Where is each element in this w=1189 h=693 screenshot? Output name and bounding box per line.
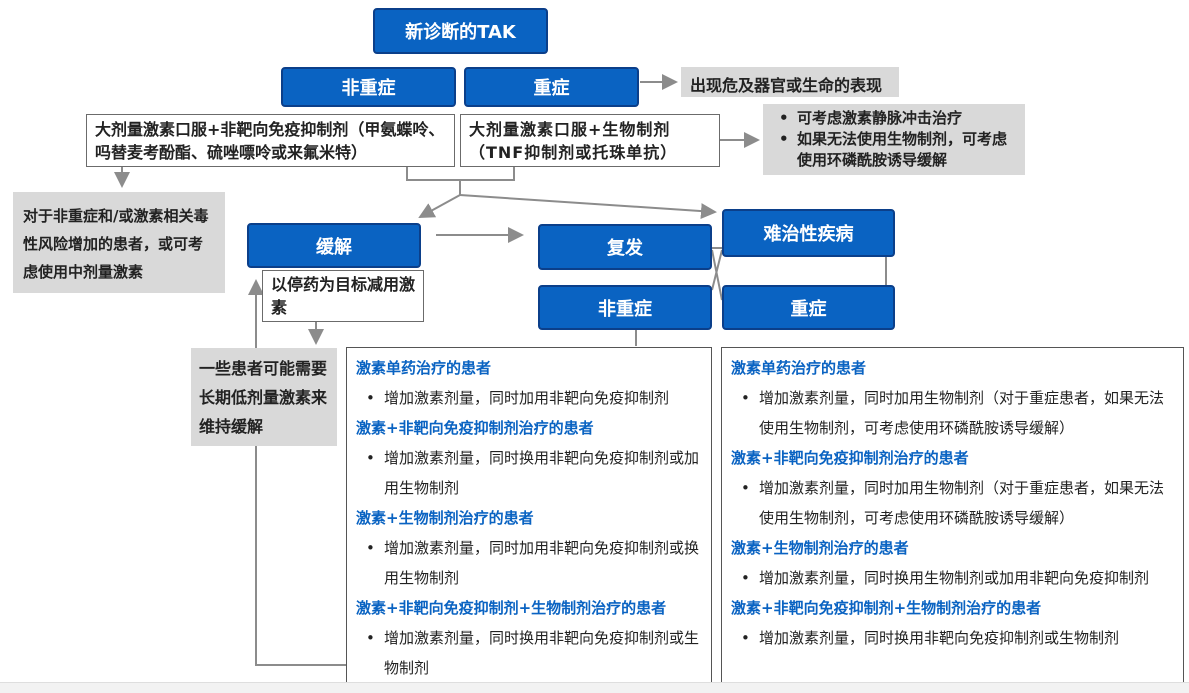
left-heading-4: 激素+非靶向免疫抑制剂+生物制剂治疗的患者: [356, 599, 667, 617]
left-bullet-2: 增加激素剂量，同时换用非靶向免疫抑制剂或加用生物制剂: [356, 443, 702, 503]
refractory-box: 难治性疾病: [722, 209, 895, 257]
right-bullet-4: 增加激素剂量，同时换用非靶向免疫抑制剂或生物制剂: [731, 623, 1174, 653]
taper-note-text: 以停药为目标减用激素: [271, 275, 416, 317]
refractory-label: 难治性疾病: [763, 224, 854, 245]
remission-label: 缓解: [316, 236, 352, 258]
moderate-dose-text: 对于非重症和/或激素相关毒性风险增加的患者，或可考虑使用中剂量激素: [23, 207, 209, 281]
severe-note: 出现危及器官或生命的表现: [681, 67, 899, 97]
remission-box: 缓解: [247, 223, 421, 268]
severe-relapse-panel: 激素单药治疗的患者 增加激素剂量，同时加用生物制剂（对于重症患者，如果无法使用生…: [721, 347, 1184, 688]
long-term-note-text: 一些患者可能需要长期低剂量激素来维持缓解: [199, 359, 328, 436]
nonsevere-relapse-list: 激素单药治疗的患者 增加激素剂量，同时加用非靶向免疫抑制剂 激素+非靶向免疫抑制…: [356, 353, 702, 683]
right-bullet-2: 增加激素剂量，同时加用生物制剂（对于重症患者，如果无法使用生物制剂，可考虑使用环…: [731, 473, 1174, 533]
relapse-severe-label: 重症: [790, 298, 827, 320]
left-bullet-4: 增加激素剂量，同时换用非靶向免疫抑制剂或生物制剂: [356, 623, 702, 683]
moderate-dose-note: 对于非重症和/或激素相关毒性风险增加的患者，或可考虑使用中剂量激素: [13, 192, 225, 293]
right-heading-1: 激素单药治疗的患者: [731, 359, 867, 377]
arrow-return-loop: [248, 279, 346, 666]
left-bullet-3: 增加激素剂量，同时加用非靶向免疫抑制剂或换用生物制剂: [356, 533, 702, 593]
left-heading-1: 激素单药治疗的患者: [356, 359, 492, 377]
relapse-label: 复发: [607, 238, 643, 259]
arrow-to-remission: [418, 194, 461, 218]
nonsevere-treatment-text: 大剂量激素口服+非靶向免疫抑制剂（甲氨蝶呤、吗替麦考酚酯、硫唑嘌呤或来氟米特）: [95, 120, 445, 162]
severe-treatment-box: 大剂量激素口服+生物制剂（TNF抑制剂或托珠单抗）: [460, 114, 720, 167]
severe-label: 重症: [533, 78, 570, 99]
right-bullet-3: 增加激素剂量，同时换用生物制剂或加用非靶向免疫抑制剂: [731, 563, 1174, 593]
severe-treatment-notes: 可考虑激素静脉冲击治疗 如果无法使用生物制剂，可考虑使用环磷酰胺诱导缓解: [763, 104, 1025, 175]
merge-bracket: [406, 167, 515, 181]
relapse-severe-box: 重症: [722, 285, 895, 330]
relapse-box: 复发: [538, 224, 712, 270]
right-bullet-1: 增加激素剂量，同时加用生物制剂（对于重症患者，如果无法使用生物制剂，可考虑使用环…: [731, 383, 1174, 443]
arrow-to-refractory: [459, 194, 717, 220]
right-heading-4: 激素+非靶向免疫抑制剂+生物制剂治疗的患者: [731, 599, 1042, 617]
severe-note-text: 出现危及器官或生命的表现: [690, 76, 883, 95]
severe-treatment-text: 大剂量激素口服+生物制剂（TNF抑制剂或托珠单抗）: [469, 120, 678, 162]
new-tak-label: 新诊断的TAK: [405, 22, 516, 43]
right-heading-3: 激素+生物制剂治疗的患者: [731, 539, 909, 557]
nonsevere-relapse-panel: 激素单药治疗的患者 增加激素剂量，同时加用非靶向免疫抑制剂 激素+非靶向免疫抑制…: [346, 347, 712, 688]
left-heading-3: 激素+生物制剂治疗的患者: [356, 509, 534, 527]
nonsevere-treatment-box: 大剂量激素口服+非靶向免疫抑制剂（甲氨蝶呤、吗替麦考酚酯、硫唑嘌呤或来氟米特）: [86, 114, 455, 167]
severe-relapse-list: 激素单药治疗的患者 增加激素剂量，同时加用生物制剂（对于重症患者，如果无法使用生…: [731, 353, 1174, 653]
nonsevere-box: 非重症: [281, 67, 456, 107]
bottom-bar: [0, 682, 1189, 693]
taper-note-box: 以停药为目标减用激素: [262, 270, 424, 322]
relapse-nonsevere-box: 非重症: [538, 285, 712, 330]
long-term-note: 一些患者可能需要长期低剂量激素来维持缓解: [191, 348, 337, 446]
severe-box: 重症: [464, 67, 639, 107]
right-heading-2: 激素+非靶向免疫抑制剂治疗的患者: [731, 449, 969, 467]
left-heading-2: 激素+非靶向免疫抑制剂治疗的患者: [356, 419, 594, 437]
relapse-nonsevere-label: 非重症: [598, 298, 652, 320]
new-tak-box: 新诊断的TAK: [373, 8, 548, 54]
severe-tx-note-1: 可考虑激素静脉冲击治疗: [769, 108, 1019, 129]
left-bullet-1: 增加激素剂量，同时加用非靶向免疫抑制剂: [356, 383, 702, 413]
nonsevere-label: 非重症: [341, 78, 396, 99]
severe-tx-note-2: 如果无法使用生物制剂，可考虑使用环磷酰胺诱导缓解: [769, 129, 1019, 171]
